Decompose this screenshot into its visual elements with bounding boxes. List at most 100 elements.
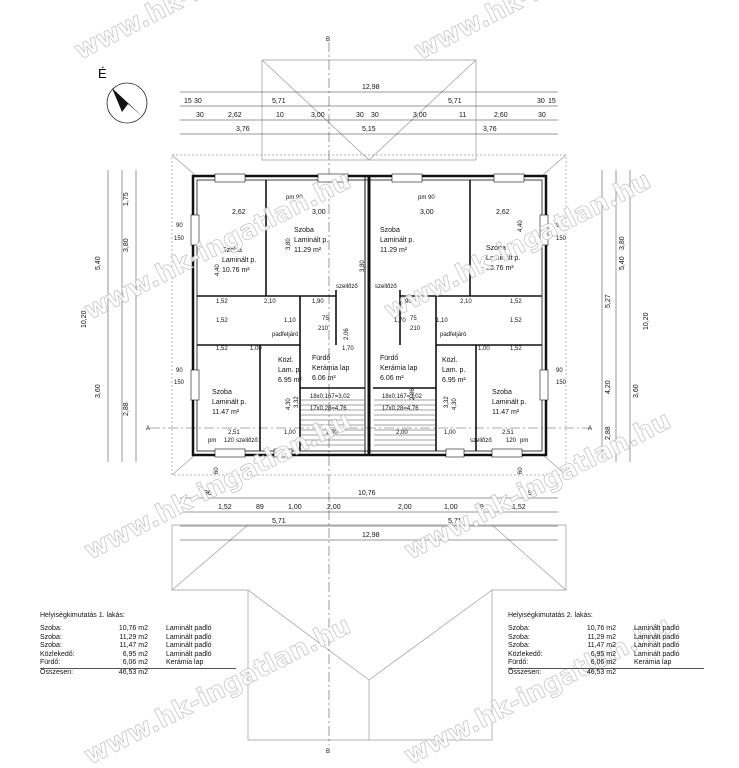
outer-walls — [191, 174, 548, 457]
stair-right-run: 17x0,28=4,76 — [382, 406, 419, 412]
dim-bottom-row2-c: 1,00 — [288, 504, 302, 511]
dim-top-row2-i: 2,60 — [494, 112, 508, 119]
svg-text:Szoba: Szoba — [486, 245, 506, 252]
dim-int-152-b: 1,52 — [510, 299, 522, 305]
dim-left-175: 1,75 — [123, 192, 130, 206]
dim-int-170-a: 1,70 — [342, 346, 354, 352]
dim-int-120-a: 120 — [224, 438, 235, 444]
dim-right-360: 3,60 — [633, 384, 640, 398]
svg-text:Laminált p.: Laminált p. — [492, 399, 526, 406]
svg-text:6.95 m²: 6.95 m² — [442, 377, 466, 384]
room-kozl-2: Közl. Lam. p. 6.95 m² — [442, 357, 466, 384]
dim-left-540: 5,40 — [95, 256, 102, 270]
table-total-row: Összesen:46,53 m2 — [40, 667, 236, 678]
dim-top-row3-c: 3,76 — [483, 126, 497, 133]
svg-text:Lam. p.: Lam. p. — [278, 367, 301, 374]
dim-left-360: 3,60 — [95, 384, 102, 398]
dim-top-row2-d: 3,00 — [311, 112, 325, 119]
svg-text:Szoba: Szoba — [380, 227, 400, 234]
dim-int-90-f: 90 — [428, 195, 435, 201]
svg-text:Laminált p.: Laminált p. — [486, 255, 520, 262]
dim-int-190-a: 1,90 — [312, 299, 324, 305]
dim-int-430-a: 4,30 — [286, 398, 292, 410]
dim-int-120-b: 120 — [506, 438, 517, 444]
dim-int-90-b: 90 — [556, 223, 563, 229]
svg-text:11.29 m²: 11.29 m² — [380, 247, 408, 254]
dim-int-60-b: 60 — [518, 467, 524, 474]
dim-bottom-row2-b: 89 — [256, 504, 264, 511]
dim-top-row2-e: 30 — [356, 112, 364, 119]
dim-bottom-row2-g: 89 — [476, 504, 484, 511]
room-szoba-5: Szoba Laminált p. 11.47 m² — [212, 389, 246, 416]
svg-text:www.hk-ingatlan.hu: www.hk-ingatlan.hu — [400, 406, 676, 567]
dim-left-288: 2,88 — [123, 402, 130, 416]
dim-top-row2-g: 3,00 — [413, 112, 427, 119]
dim-int-152-d: 1,52 — [510, 318, 522, 324]
svg-text:Szoba: Szoba — [212, 389, 232, 396]
label-pm-3: pm — [208, 438, 216, 444]
room-kozl-1: Közl. Lam. p. 6.95 m² — [278, 357, 302, 384]
svg-text:Szoba: Szoba — [222, 247, 242, 254]
section-mark-b-top: B — [326, 37, 330, 43]
room-szoba-6: Szoba Laminált p. 11.47 m² — [492, 389, 526, 416]
dim-top-row2-h: 11 — [459, 112, 466, 119]
dim-int-380-a: 3,80 — [286, 238, 292, 250]
dim-left-1020: 10,20 — [81, 310, 88, 328]
dim-int-100-a: 1,00 — [250, 346, 262, 352]
dim-room-262-b: 2,62 — [496, 209, 510, 216]
svg-text:6.95 m²: 6.95 m² — [278, 377, 302, 384]
roof-outline-bottom — [171, 524, 567, 741]
north-arrow-icon — [106, 82, 148, 124]
dim-int-206-a: 2,06 — [344, 328, 350, 340]
dim-int-170-b: 1,70 — [394, 318, 406, 324]
svg-text:Laminált p.: Laminált p. — [222, 257, 256, 264]
area-table-2: Helyiségkimutatás 2. lakás: Szoba:10,76 … — [508, 612, 704, 678]
dim-top-row1-b: 30 — [194, 98, 202, 105]
room-szoba-2: Szoba Laminált p. 11.29 m² — [294, 227, 328, 254]
dim-int-210-b: 210 — [410, 326, 421, 332]
svg-text:11.47 m²: 11.47 m² — [492, 409, 520, 416]
dim-right-1020: 10,20 — [643, 312, 650, 330]
dim-int-100-c: 1,00 — [284, 430, 296, 436]
north-label: É — [98, 66, 107, 81]
dim-int-150-d: 150 — [556, 380, 567, 386]
svg-text:www.hk-ingatlan.hu: www.hk-ingatlan.hu — [70, 0, 346, 66]
dim-right-380: 3,80 — [619, 236, 626, 250]
dim-top-total: 12,98 — [362, 84, 380, 91]
label-padfeljaro-1: padfeljáró — [272, 332, 299, 338]
dim-bottom-96-left: 96 — [204, 490, 212, 497]
svg-text:10.76 m²: 10.76 m² — [486, 265, 514, 272]
dim-int-90-a: 90 — [176, 223, 183, 229]
dim-int-430-b: 4,30 — [452, 398, 458, 410]
room-szoba-4: Szoba Laminált p. 10.76 m² — [486, 245, 520, 272]
dim-int-200-a: 2,00 — [326, 430, 338, 436]
dim-int-110-a: 1,10 — [284, 318, 296, 324]
windows — [190, 173, 549, 458]
dim-int-251-b: 2,51 — [502, 430, 514, 436]
dim-right-527: 5,27 — [605, 294, 612, 308]
area-table-title: Helyiségkimutatás 1. lakás: — [40, 612, 125, 619]
table-total-row: Összesen:46,53 m2 — [508, 667, 704, 678]
dim-int-440-a: 4,40 — [215, 264, 221, 276]
svg-text:Közl.: Közl. — [278, 357, 294, 364]
label-pm-1: pm — [286, 195, 294, 201]
dim-top-row2-j: 30 — [538, 112, 546, 119]
dim-int-210-c: 2,10 — [264, 299, 276, 305]
dim-int-200-b: 2,00 — [396, 430, 408, 436]
svg-text:Laminált p.: Laminált p. — [380, 237, 414, 244]
dim-int-90-e: 90 — [296, 195, 303, 201]
dim-bottom-96-right: 96 — [528, 490, 536, 497]
dim-right-420: 4,20 — [605, 380, 612, 394]
label-pm-4: pm — [520, 438, 528, 444]
dim-int-75-a: 75 — [322, 316, 329, 322]
dim-top-row2-f: 30 — [371, 112, 379, 119]
dim-int-90-c: 90 — [176, 368, 183, 374]
dim-bottom-total: 12,98 — [362, 532, 380, 539]
